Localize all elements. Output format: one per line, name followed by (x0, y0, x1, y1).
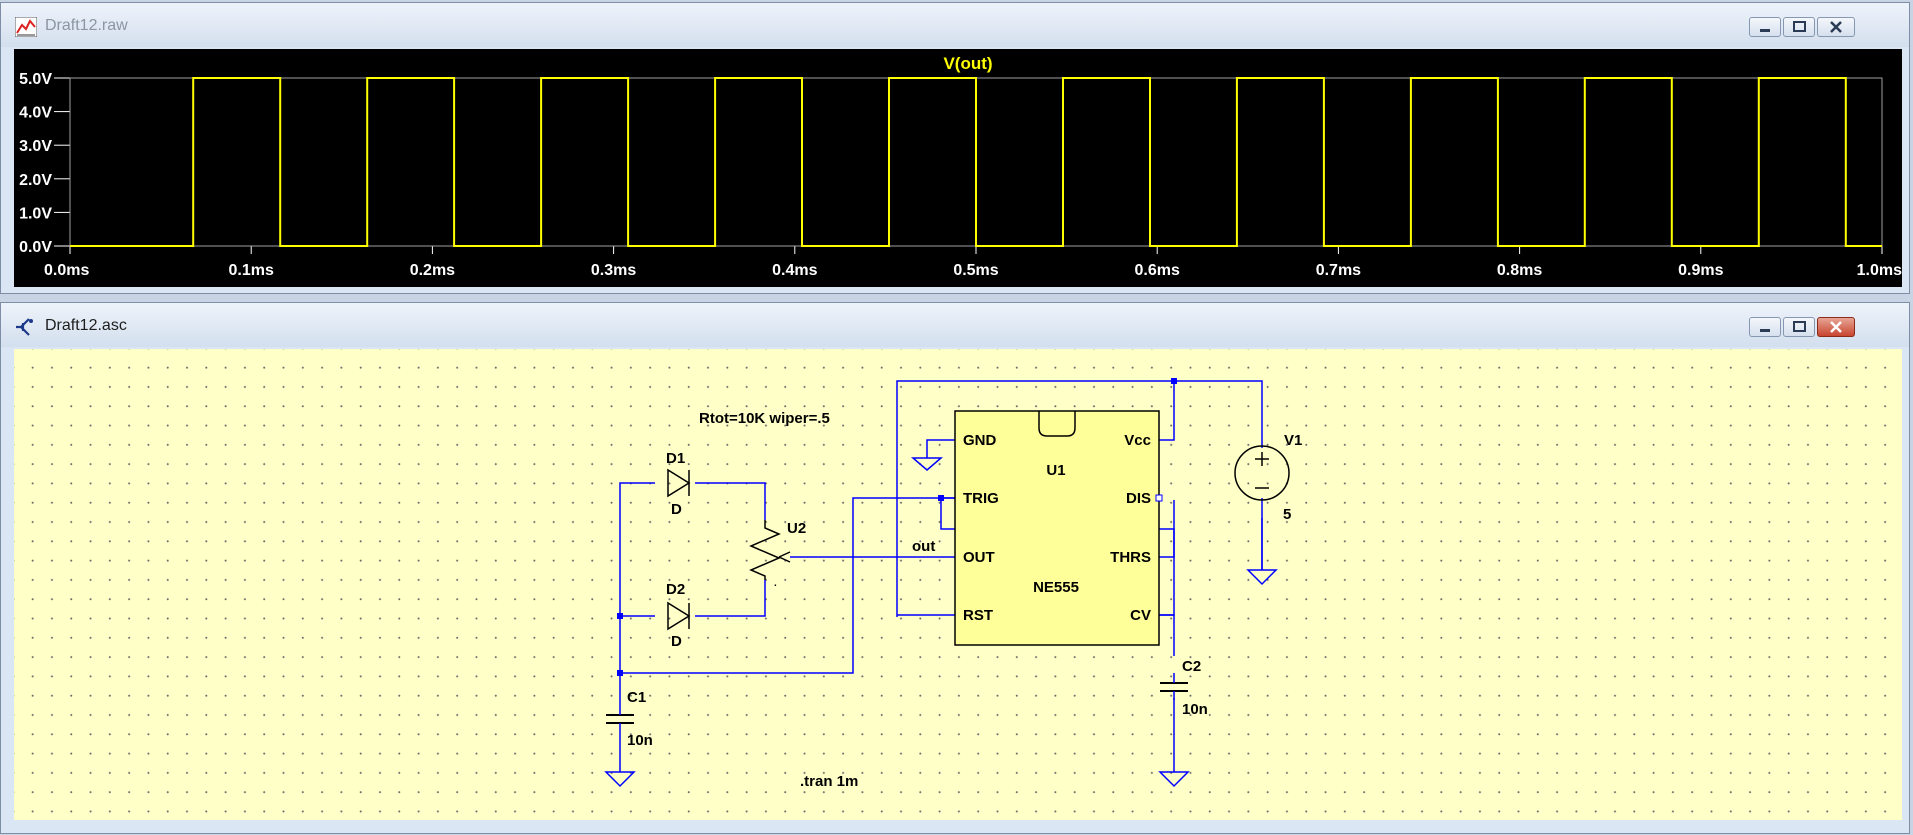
schematic-app-icon (16, 318, 33, 336)
pin-vcc: Vcc (1124, 432, 1151, 449)
d1-name: D1 (666, 450, 685, 467)
pin-thrs: THRS (1110, 549, 1151, 566)
pin-trig: TRIG (963, 490, 999, 507)
diode-d2[interactable]: D2 D (666, 581, 691, 650)
v1-value: 5 (1283, 506, 1291, 523)
pin-gnd: GND (963, 432, 997, 449)
x-tick-label: 0.9ms (1678, 262, 1723, 279)
waveform-window-title: Draft12.raw (45, 17, 128, 34)
d1-model: D (671, 501, 682, 518)
y-tick-label: 5.0V (19, 71, 52, 88)
waveform-app-icon (15, 17, 37, 37)
diode-d1[interactable]: D1 D (666, 450, 691, 518)
potentiometer-u2[interactable]: U2 . (749, 520, 806, 589)
u1-model: NE555 (1033, 579, 1079, 596)
y-tick-label: 4.0V (19, 105, 52, 122)
x-tick-label: 0.2ms (410, 262, 455, 279)
d2-model: D (671, 633, 682, 650)
pin-cv: CV (1130, 607, 1151, 624)
x-axis: 0.0ms 0.1ms 0.2ms 0.3ms 0.4ms 0.5ms 0.6ms 0.7ms… (44, 246, 1902, 279)
schematic-canvas[interactable]: GND TRIG OUT RST Vcc DIS THRS CV U1 NE55… (14, 349, 1902, 820)
schematic-drawing: GND TRIG OUT RST Vcc DIS THRS CV U1 NE55… (604, 378, 1302, 790)
c2-name: C2 (1182, 658, 1201, 675)
schematic-titlebar[interactable]: Draft12.asc (1, 303, 1909, 347)
close-icon (1830, 321, 1842, 333)
u1-name: U1 (1046, 462, 1065, 479)
c1-name: C1 (627, 689, 646, 706)
schematic-window-title: Draft12.asc (45, 317, 127, 334)
waveform-plot: V(out) 5.0V 4.0V 3.0V 2.0V 1.0V 0.0V 0.0ms 0.1… (19, 54, 1902, 279)
trace-label[interactable]: V(out) (943, 54, 992, 73)
minimize-icon (1760, 329, 1770, 332)
schematic-close-button[interactable] (1817, 317, 1855, 337)
schematic-maximize-button[interactable] (1783, 317, 1815, 337)
pot-dot: . (774, 578, 777, 589)
pot-directive[interactable]: Rtot=10K wiper=.5 (699, 410, 830, 427)
close-icon (1830, 21, 1842, 33)
x-tick-label: 0.1ms (229, 262, 274, 279)
x-tick-label: 0.7ms (1316, 262, 1361, 279)
minimize-icon (1760, 29, 1770, 32)
x-tick-label: 0.8ms (1497, 262, 1542, 279)
waveform-plot-area[interactable]: V(out) 5.0V 4.0V 3.0V 2.0V 1.0V 0.0V 0.0ms 0.1… (14, 49, 1902, 287)
waveform-close-button[interactable] (1817, 17, 1855, 37)
x-tick-label: 0.0ms (44, 262, 89, 279)
d2-name: D2 (666, 581, 685, 598)
trace-vout (70, 77, 1882, 247)
c2-value: 10n (1182, 701, 1208, 718)
y-tick-label: 3.0V (19, 138, 52, 155)
capacitor-c2[interactable]: C2 10n (1160, 658, 1208, 718)
tran-directive[interactable]: .tran 1m (800, 773, 858, 790)
y-tick-label: 0.0V (19, 239, 52, 256)
pin-rst: RST (963, 607, 993, 624)
waveform-maximize-button[interactable] (1783, 17, 1815, 37)
restore-icon (1793, 321, 1806, 332)
y-tick-label: 2.0V (19, 172, 52, 189)
x-tick-label: 1.0ms (1857, 262, 1902, 279)
ground-icon (604, 457, 1278, 788)
net-label-out[interactable]: out (912, 538, 935, 555)
pin-dis: DIS (1126, 490, 1151, 507)
y-axis: 5.0V 4.0V 3.0V 2.0V 1.0V 0.0V (19, 71, 70, 256)
wires (619, 380, 1263, 772)
u2-name: U2 (787, 520, 806, 537)
waveform-titlebar[interactable]: Draft12.raw (1, 3, 1909, 47)
waveform-minimize-button[interactable] (1749, 17, 1781, 37)
junctions (617, 378, 1177, 676)
x-tick-label: 0.6ms (1135, 262, 1180, 279)
ic-u1[interactable]: GND TRIG OUT RST Vcc DIS THRS CV U1 NE55… (954, 410, 1163, 646)
voltage-source-v1[interactable]: V1 5 (1234, 432, 1302, 523)
c1-value: 10n (627, 732, 653, 749)
schematic-minimize-button[interactable] (1749, 317, 1781, 337)
x-tick-label: 0.4ms (772, 262, 817, 279)
pin-out: OUT (963, 549, 995, 566)
capacitor-c1[interactable]: C1 10n (606, 689, 653, 749)
x-tick-label: 0.3ms (591, 262, 636, 279)
x-tick-label: 0.5ms (953, 262, 998, 279)
y-tick-label: 1.0V (19, 205, 52, 222)
v1-name: V1 (1284, 432, 1302, 449)
restore-icon (1793, 21, 1806, 32)
